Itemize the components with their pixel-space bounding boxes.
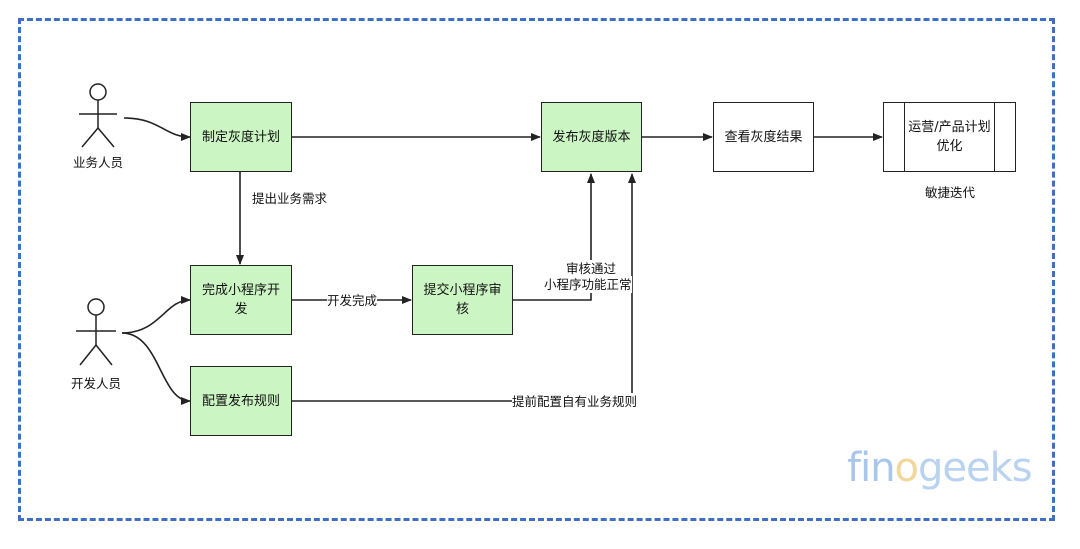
subprocess-bar-left — [904, 103, 905, 171]
submit-node: 提交小程序审核 — [412, 265, 513, 335]
operate-node-label: 运营/产品计划优化 — [908, 120, 991, 154]
func-ok-label: 小程序功能正常 — [544, 276, 632, 293]
complete-node: 完成小程序开发 — [190, 265, 292, 335]
edge-developer-to-complete — [121, 296, 191, 334]
subprocess-bar-right — [994, 103, 995, 171]
edge-developer-to-config — [121, 332, 191, 405]
release-node: 发布灰度版本 — [541, 102, 642, 172]
dev-done-label: 开发完成 — [327, 292, 378, 309]
diagram-frame — [18, 18, 1055, 521]
business-actor-icon — [79, 83, 117, 148]
review-pass-label: 审核通过 — [566, 260, 617, 277]
check-node: 查看灰度结果 — [713, 102, 814, 172]
plan-node: 制定灰度计划 — [190, 102, 292, 172]
config-node: 配置发布规则 — [190, 366, 292, 436]
operate-node: 运营/产品计划优化 — [883, 102, 1016, 172]
developer-actor-icon — [76, 298, 116, 366]
edge-business-to-plan — [123, 117, 191, 141]
plan-node-label: 制定灰度计划 — [201, 129, 280, 145]
agile-caption: 敏捷迭代 — [925, 185, 976, 200]
developer-actor-label: 开发人员 — [71, 376, 122, 391]
requirement-label: 提出业务需求 — [252, 190, 328, 207]
config-node-label: 配置发布规则 — [201, 393, 280, 409]
release-node-label: 发布灰度版本 — [552, 129, 631, 145]
submit-node-label: 提交小程序审核 — [423, 283, 502, 317]
finogeeks-logo: finogeeks — [847, 445, 1033, 491]
business-actor-label: 业务人员 — [73, 155, 124, 170]
check-node-label: 查看灰度结果 — [724, 129, 803, 145]
complete-node-label: 完成小程序开发 — [201, 283, 280, 317]
preconfig-label: 提前配置自有业务规则 — [512, 393, 638, 410]
edge-submit-to-release — [513, 173, 595, 301]
